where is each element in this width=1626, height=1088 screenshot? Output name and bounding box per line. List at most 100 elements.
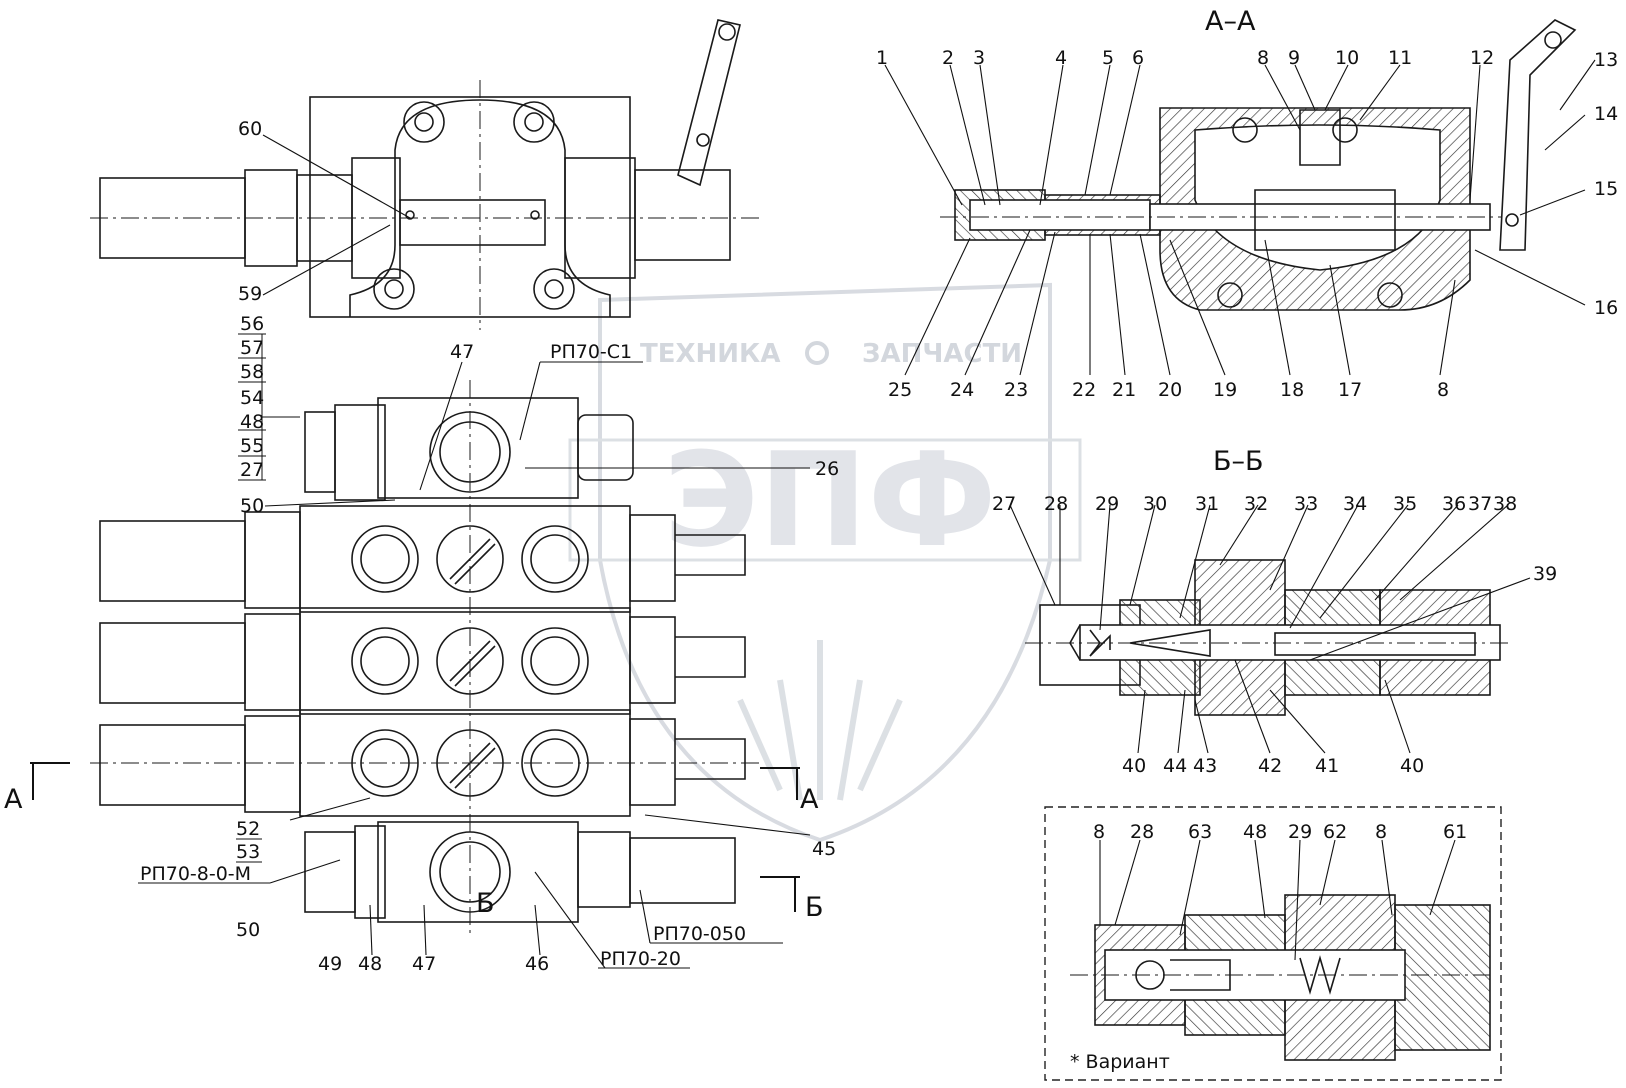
callout-label: 55: [240, 435, 264, 457]
variant-frame: [1044, 806, 1502, 1081]
watermark-logo: ЭПФ: [663, 424, 996, 576]
section-1: [99, 505, 746, 613]
callout-label: 15: [1594, 178, 1618, 200]
callout-label: 52: [236, 818, 260, 840]
top-view: [90, 19, 760, 330]
callout-label: 56: [240, 313, 264, 335]
callout-label: 40: [1400, 755, 1424, 777]
callout-label: 36: [1442, 493, 1466, 515]
callout-label: 49: [318, 953, 342, 975]
callout-label: 42: [1258, 755, 1282, 777]
callout-label: 8: [1093, 821, 1105, 843]
callout-label: 23: [1004, 379, 1028, 401]
callout-label: 31: [1195, 493, 1219, 515]
callout-label: 9: [1288, 47, 1300, 69]
callout-label: 29: [1288, 821, 1312, 843]
section-aa-title: А–А: [1205, 6, 1256, 37]
callout-label: 50: [236, 919, 260, 941]
callouts-top-view: 60 59: [238, 118, 262, 305]
callout-label: 27: [992, 493, 1016, 515]
callout-label: 37: [1468, 493, 1492, 515]
callout-label: 57: [240, 337, 264, 359]
callout-label: 25: [888, 379, 912, 401]
callout-label: 45: [812, 838, 836, 860]
callout-label: 17: [1338, 379, 1362, 401]
callouts-section-bb: 27 28 29 30 31 32 33 34 35 36 37 38 39 4…: [992, 493, 1557, 777]
section-mark-b-right: Б: [805, 892, 824, 923]
callout-label: 4: [1055, 47, 1067, 69]
callouts-center-view: 47 26 45 49 48 47 46: [318, 341, 839, 975]
callout-label: 24: [950, 379, 974, 401]
callout-label: 3: [973, 47, 985, 69]
callout-label: 47: [450, 341, 474, 363]
callout-label: 26: [815, 458, 839, 480]
callout-label: 62: [1323, 821, 1347, 843]
callout-label: 48: [240, 411, 264, 433]
callout-label: 1: [876, 47, 888, 69]
callout-label: 44: [1163, 755, 1187, 777]
callout-label: 29: [1095, 493, 1119, 515]
callout-label: 47: [412, 953, 436, 975]
section-bb-title: Б–Б: [1213, 446, 1264, 477]
callouts-left-column: 56 57 58 54 48 55 27 50 52 53 50: [236, 313, 300, 941]
callout-label: 22: [1072, 379, 1096, 401]
section-marks: [30, 762, 800, 912]
callout-label: 13: [1594, 49, 1618, 71]
section-aa: [940, 19, 1577, 311]
callout-label: 18: [1280, 379, 1304, 401]
watermark-right-word: ЗАПЧАСТИ: [862, 339, 1022, 369]
callout-label: 58: [240, 361, 264, 383]
designation-rp70-20: РП70-20: [600, 948, 681, 970]
callout-label: 14: [1594, 103, 1618, 125]
section-mark-a-left: А: [4, 784, 23, 815]
designation-rp70-050: РП70-050: [653, 923, 746, 945]
variant-caption: * Вариант: [1070, 1051, 1170, 1073]
callout-label: 41: [1315, 755, 1339, 777]
callout-label: 28: [1130, 821, 1154, 843]
callout-label: 20: [1158, 379, 1182, 401]
callout-label: 6: [1132, 47, 1144, 69]
callout-label: 21: [1112, 379, 1136, 401]
callout-label: 30: [1143, 493, 1167, 515]
callout-label: 33: [1294, 493, 1318, 515]
callout-label: 2: [942, 47, 954, 69]
watermark: ЭПФ ТЕХНИКА ЗАПЧАСТИ: [568, 282, 1082, 843]
callout-label: 63: [1188, 821, 1212, 843]
callout-label: 53: [236, 841, 260, 863]
callout-label: 50: [240, 495, 264, 517]
callout-label: 61: [1443, 821, 1467, 843]
variant-section: [1070, 894, 1491, 1061]
callout-label: 8: [1257, 47, 1269, 69]
callouts-section-aa: 1 2 3 4 5 6 8 9 10 11 12 13 14 15 16 25 …: [876, 47, 1618, 401]
callout-label: 19: [1213, 379, 1237, 401]
callout-label: 27: [240, 459, 264, 481]
callout-label: 39: [1533, 563, 1557, 585]
section-bb: [1025, 559, 1510, 716]
front-view: [90, 380, 760, 935]
gear-icon: [805, 341, 829, 365]
callout-label: 34: [1343, 493, 1367, 515]
callout-label: 5: [1102, 47, 1114, 69]
designation-rp70-8-0-m: РП70-8-0-М: [140, 863, 251, 885]
callout-label: 48: [1243, 821, 1267, 843]
callout-label: 11: [1388, 47, 1412, 69]
callout-label: 54: [240, 387, 264, 409]
callout-label: 8: [1437, 379, 1449, 401]
callout-label: 12: [1470, 47, 1494, 69]
callout-label: 43: [1193, 755, 1217, 777]
callout-label: 32: [1244, 493, 1268, 515]
callout-label: 8: [1375, 821, 1387, 843]
callout-label: 10: [1335, 47, 1359, 69]
callout-label: 48: [358, 953, 382, 975]
callout-label: 60: [238, 118, 262, 140]
watermark-left-word: ТЕХНИКА: [640, 339, 780, 369]
designation-rp70-c1: РП70-С1: [550, 341, 632, 363]
callout-label: 59: [238, 283, 262, 305]
section-mark-b-center: Б: [476, 888, 495, 919]
callout-label: 35: [1393, 493, 1417, 515]
callout-label: 38: [1493, 493, 1517, 515]
wheat-ear-icon: [737, 640, 903, 801]
designation-underlines: [138, 361, 783, 969]
callout-label: 16: [1594, 297, 1618, 319]
